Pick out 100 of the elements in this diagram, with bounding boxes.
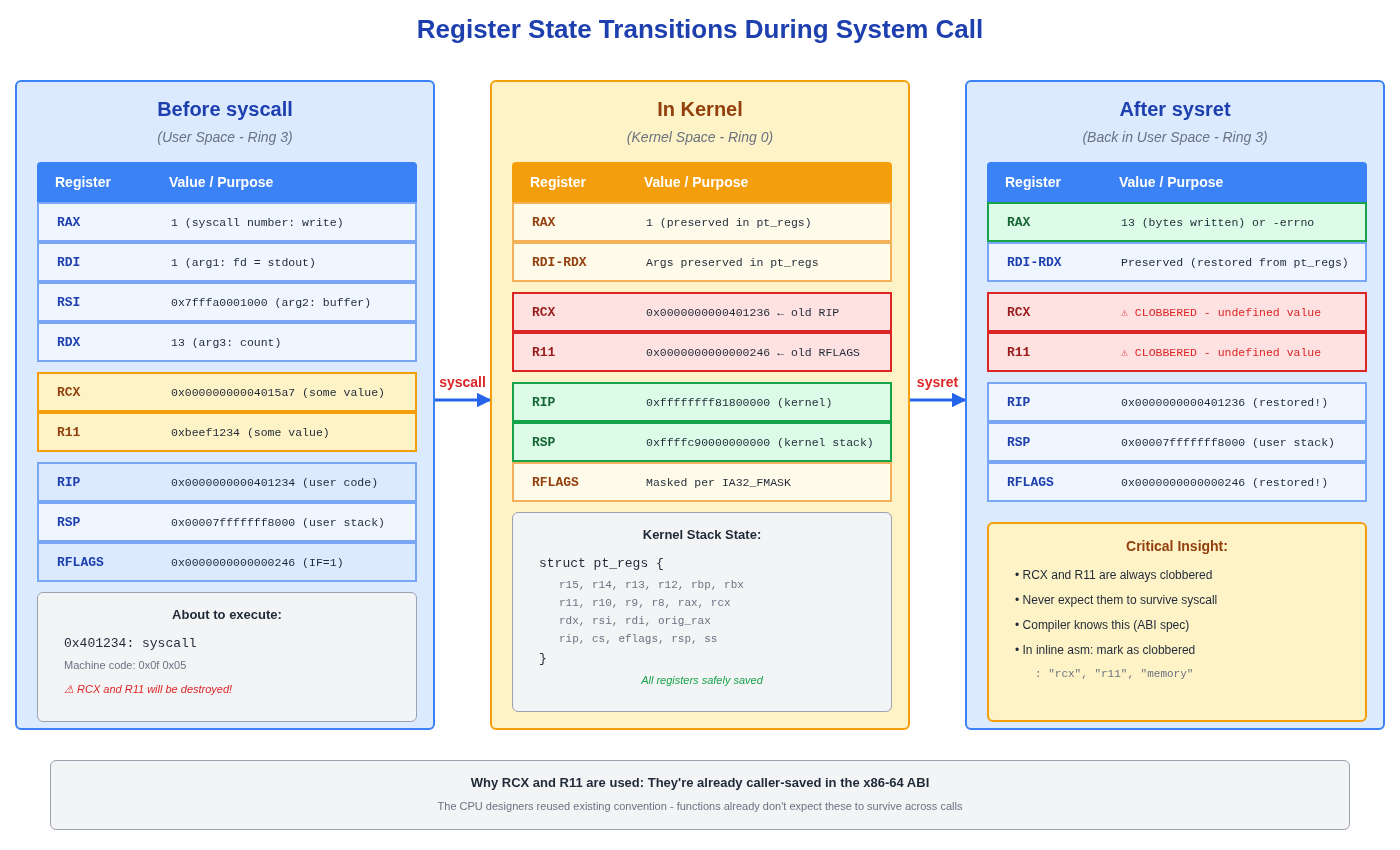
register-name: RSP bbox=[57, 514, 81, 530]
register-name: RFLAGS bbox=[1007, 474, 1054, 490]
column-header: Value / Purpose bbox=[644, 174, 749, 190]
warning-text: ⚠ RCX and R11 will be destroyed! bbox=[64, 683, 234, 696]
register-name: RDI-RDX bbox=[1007, 254, 1062, 270]
arrow bbox=[435, 392, 492, 408]
code-line: rip, cs, eflags, rsp, ss bbox=[558, 633, 719, 645]
code-line: rdx, rsi, rdi, orig_rax bbox=[558, 615, 712, 627]
register-name: RAX bbox=[532, 214, 556, 230]
register-value: 0x00007fffffff8000 (user stack) bbox=[171, 515, 385, 529]
arrow bbox=[910, 392, 967, 408]
status-text: All registers safely saved bbox=[640, 674, 764, 686]
register-row bbox=[37, 542, 417, 582]
register-value: 0x0000000000401236 ← old RIP bbox=[646, 305, 840, 319]
register-name: RDI-RDX bbox=[532, 254, 587, 270]
register-row bbox=[37, 462, 417, 502]
edge-label: syscall bbox=[437, 374, 488, 390]
info-box bbox=[987, 522, 1367, 722]
box-heading: Critical Insight: bbox=[1125, 538, 1229, 554]
panel-title: After sysret bbox=[1118, 98, 1232, 121]
box-heading: Kernel Stack State: bbox=[641, 527, 763, 542]
register-name: RCX bbox=[57, 384, 81, 400]
register-name: RIP bbox=[57, 474, 81, 490]
register-name: RAX bbox=[1007, 214, 1031, 230]
column-header: Value / Purpose bbox=[169, 174, 274, 190]
register-value: ⚠ CLOBBERED - undefined value bbox=[1121, 305, 1322, 319]
register-name: RDX bbox=[57, 334, 81, 350]
box-heading: Why RCX and R11 are used: They're already caller-saved in the x86-64 ABI bbox=[469, 775, 931, 790]
table-header bbox=[987, 162, 1367, 202]
code-line: : "rcx", "r11", "memory" bbox=[1034, 668, 1195, 680]
register-row bbox=[512, 382, 892, 422]
register-row bbox=[512, 202, 892, 242]
register-value: Args preserved in pt_regs bbox=[646, 255, 819, 269]
register-row bbox=[37, 372, 417, 412]
register-row bbox=[987, 292, 1367, 332]
register-name: RAX bbox=[57, 214, 81, 230]
note-text: Machine code: 0x0f 0x05 bbox=[64, 659, 188, 671]
register-row bbox=[37, 502, 417, 542]
bullet-item: • In inline asm: mark as clobbered bbox=[1015, 643, 1197, 657]
register-value: 0xbeef1234 (some value) bbox=[171, 425, 330, 439]
register-name: RFLAGS bbox=[532, 474, 579, 490]
register-row bbox=[987, 202, 1367, 242]
register-row bbox=[987, 462, 1367, 502]
register-row bbox=[987, 382, 1367, 422]
register-name: RCX bbox=[1007, 304, 1031, 320]
bullet-item: • Compiler knows this (ABI spec) bbox=[1015, 618, 1191, 632]
register-value: 1 (preserved in pt_regs) bbox=[646, 215, 812, 229]
edge-label: sysret bbox=[914, 374, 961, 390]
table-header bbox=[37, 162, 417, 202]
state-panel bbox=[490, 80, 910, 730]
register-value: 0x0000000000000246 ← old RFLAGS bbox=[646, 345, 860, 359]
info-box bbox=[512, 512, 892, 712]
panel-subtitle: (Back in User Space - Ring 3) bbox=[1081, 129, 1269, 145]
register-value: 0x7fffa0001000 (arg2: buffer) bbox=[171, 295, 372, 309]
register-value: 0x0000000000401234 (user code) bbox=[171, 475, 379, 489]
register-value: 0xffffc90000000000 (kernel stack) bbox=[646, 435, 874, 449]
register-value: 0xffffffff81800000 (kernel) bbox=[646, 395, 833, 409]
register-name: R11 bbox=[532, 344, 556, 360]
note-text: The CPU designers reused existing convention - functions already don't expect these to survive across calls bbox=[436, 800, 964, 812]
column-header: Register bbox=[1005, 174, 1062, 190]
register-value: 0x0000000000401236 (restored!) bbox=[1121, 395, 1329, 409]
column-header: Register bbox=[55, 174, 112, 190]
panel-subtitle: (Kernel Space - Ring 0) bbox=[625, 129, 775, 145]
code-line: 0x401234: syscall bbox=[64, 636, 198, 651]
code-line: r11, r10, r9, r8, rax, rcx bbox=[558, 597, 732, 609]
bullet-item: • RCX and R11 are always clobbered bbox=[1015, 568, 1214, 582]
register-name: RCX bbox=[532, 304, 556, 320]
code-line: } bbox=[539, 651, 548, 666]
note-banner bbox=[50, 760, 1350, 830]
register-value: 0x00000000004015a7 (some value) bbox=[171, 385, 385, 399]
column-header: Register bbox=[530, 174, 587, 190]
code-line: r15, r14, r13, r12, rbp, rbx bbox=[558, 579, 745, 591]
register-value: 0x00007fffffff8000 (user stack) bbox=[1121, 435, 1335, 449]
register-row bbox=[512, 292, 892, 332]
register-row bbox=[512, 242, 892, 282]
register-name: RSI bbox=[57, 294, 81, 310]
register-row bbox=[987, 332, 1367, 372]
register-row bbox=[987, 242, 1367, 282]
register-row bbox=[37, 322, 417, 362]
table-header bbox=[512, 162, 892, 202]
register-row bbox=[37, 412, 417, 452]
info-box bbox=[37, 592, 417, 722]
column-header: Value / Purpose bbox=[1119, 174, 1224, 190]
register-value: 0x0000000000000246 (restored!) bbox=[1121, 475, 1329, 489]
register-row bbox=[512, 462, 892, 502]
register-name: R11 bbox=[1007, 344, 1031, 360]
register-row bbox=[37, 202, 417, 242]
state-panel bbox=[15, 80, 435, 730]
code-line: struct pt_regs { bbox=[539, 556, 665, 571]
register-value: 1 (arg1: fd = stdout) bbox=[171, 255, 316, 269]
register-name: RSP bbox=[532, 434, 556, 450]
register-value: 13 (bytes written) or -errno bbox=[1121, 215, 1315, 229]
register-name: RDI bbox=[57, 254, 81, 270]
register-name: RIP bbox=[1007, 394, 1031, 410]
register-row bbox=[37, 242, 417, 282]
register-row bbox=[512, 422, 892, 462]
panel-subtitle: (User Space - Ring 3) bbox=[156, 129, 294, 145]
register-row bbox=[987, 422, 1367, 462]
register-value: Masked per IA32_FMASK bbox=[646, 475, 791, 489]
register-name: RFLAGS bbox=[57, 554, 104, 570]
